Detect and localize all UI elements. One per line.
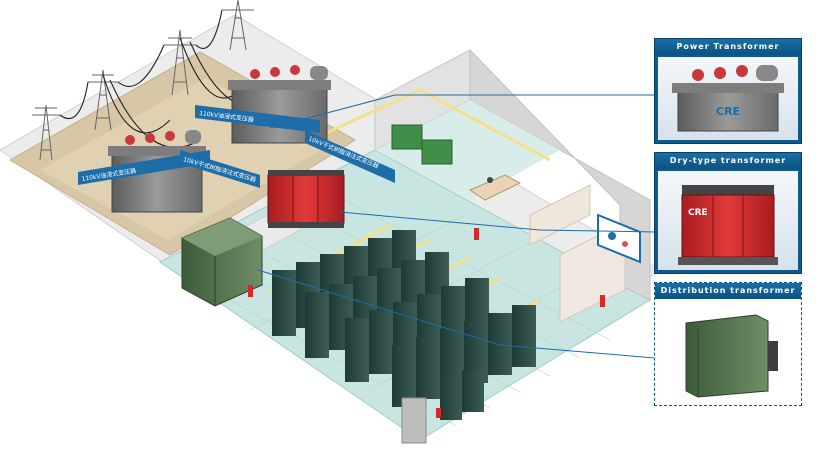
callout-connector-lines [257,94,656,359]
callout-power-transformer: Power Transformer CRE [654,38,802,144]
control-room-green-cabinets [391,124,453,165]
power-tower-1 [32,104,60,161]
power-tower-2 [88,69,118,131]
power-tower-4 [222,0,254,51]
callout-dry-type-title: Dry-type transformer [655,153,801,169]
dry-type-transformer-logo: CRE [688,208,708,218]
control-room-floor [375,100,560,200]
dry-type-transformer-photo: CRE [658,171,798,270]
monitoring-display [597,213,641,264]
dry-transformer-1 [267,170,345,228]
power-tower-3 [164,29,196,96]
distribution-transformer-box [181,217,263,307]
power-transformer-photo: CRE [658,57,798,140]
entrance-cabinet [401,397,427,444]
sign-board-2: 110kV油浸式变压器 [195,105,320,133]
callout-dry-type-transformer: Dry-type transformer CRE [654,152,802,274]
callout-distribution-title: Distribution transformer [655,283,801,299]
switchgear-row-5 [440,370,484,420]
operator-desk [468,174,522,201]
callout-distribution-transformer: Distribution transformer [654,282,802,406]
fire-extinguishers [248,228,605,418]
distribution-transformer-photo [658,301,798,402]
power-transformer-logo: CRE [716,105,740,118]
callout-power-transformer-title: Power Transformer [655,39,801,55]
